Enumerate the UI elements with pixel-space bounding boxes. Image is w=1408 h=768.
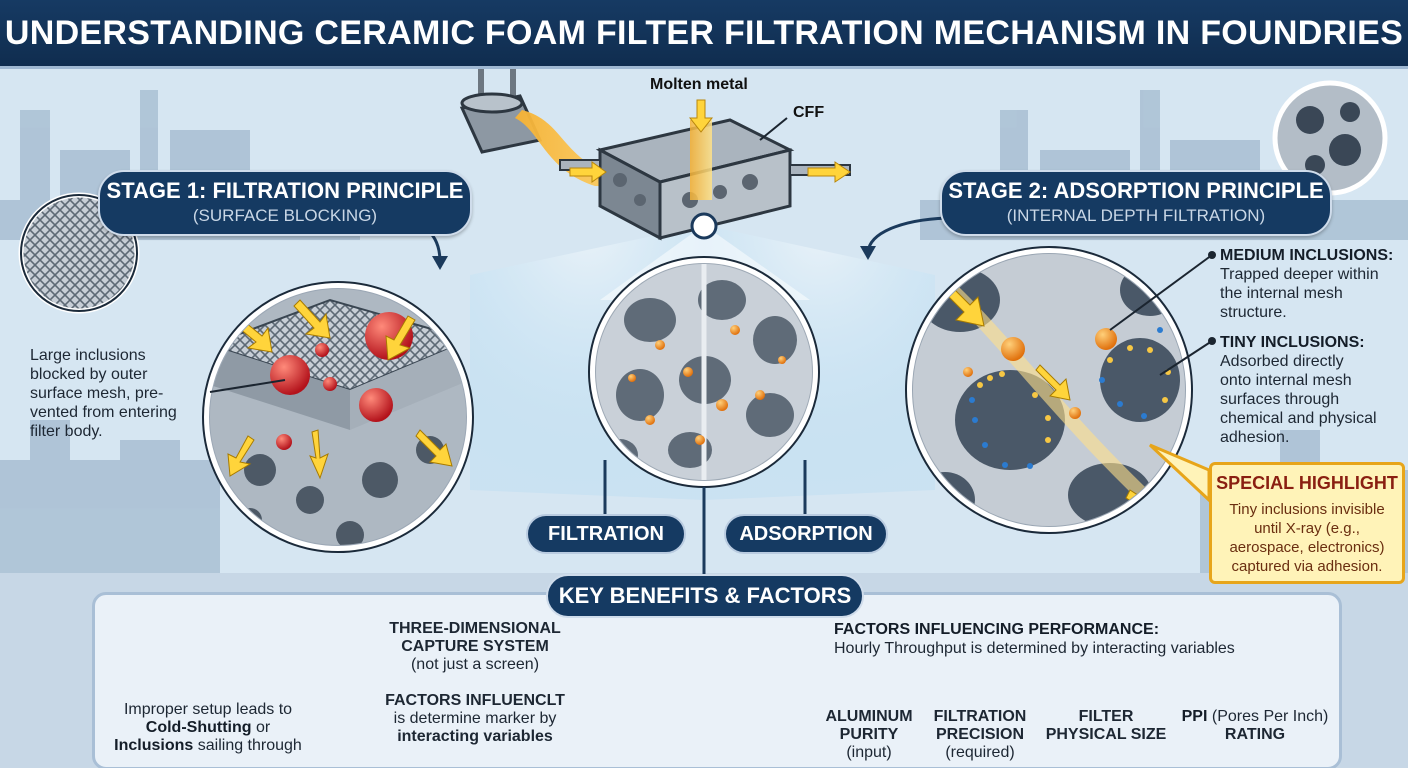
special-highlight-body: Tiny inclusions invisible until X-ray (e… xyxy=(1229,501,1385,575)
special-highlight-title: SPECIAL HIGHLIGHT xyxy=(1216,473,1398,493)
capture-system-text: THREE-DIMENSIONAL CAPTURE SYSTEM (not ju… xyxy=(389,620,561,673)
stage1-title-pill: STAGE 1: FILTRATION PRINCIPLE (SURFACE B… xyxy=(98,170,472,236)
header-bar: UNDERSTANDING CERAMIC FOAM FILTER FILTRA… xyxy=(0,0,1408,69)
adsorption-pill: ADSORPTION xyxy=(724,514,888,554)
stage2-title: STAGE 2: ADSORPTION PRINCIPLE xyxy=(948,178,1324,203)
surface-blocking-circle xyxy=(202,281,474,553)
stage2-title-pill: STAGE 2: ADSORPTION PRINCIPLE (INTERNAL … xyxy=(940,170,1332,236)
special-highlight-box: SPECIAL HIGHLIGHT Tiny inclusions invisi… xyxy=(1209,462,1405,584)
medium-inclusions-callout: MEDIUM INCLUSIONS: Trapped deeper within… xyxy=(1220,247,1394,321)
factor-aluminum-purity: ALUMINUM PURITY (input) xyxy=(825,708,913,761)
stage1-title: STAGE 1: FILTRATION PRINCIPLE xyxy=(106,178,464,203)
factor-filter-size: FILTER PHYSICAL SIZE xyxy=(1045,708,1167,743)
ladle-illustration xyxy=(459,69,543,154)
benefits-title: KEY BENEFITS & FACTORS xyxy=(546,574,864,618)
page-title: UNDERSTANDING CERAMIC FOAM FILTER FILTRA… xyxy=(4,14,1404,52)
stage1-subtitle: (SURFACE BLOCKING) xyxy=(192,206,378,225)
cff-label: CFF xyxy=(793,104,825,121)
improper-setup-text: Improper setup leads to Cold-Shutting or… xyxy=(114,701,302,754)
tiny-inclusions-callout: TINY INCLUSIONS: Adsorbed directly onto … xyxy=(1220,334,1377,446)
stage1-description: Large inclusions blocked by outer surfac… xyxy=(30,347,177,440)
factor-ppi-rating: PPI (Pores Per Inch) RATING xyxy=(1181,708,1329,743)
molten-metal-label: Molten metal xyxy=(650,76,748,93)
stage2-subtitle: (INTERNAL DEPTH FILTRATION) xyxy=(1006,206,1266,225)
filtration-pill: FILTRATION xyxy=(526,514,686,554)
factors-left-text: FACTORS INFLUENCLT is determine marker b… xyxy=(385,692,565,745)
factor-filtration-precision: FILTRATION PRECISION (required) xyxy=(933,708,1027,761)
factors-performance-text: FACTORS INFLUENCING PERFORMANCE: Hourly … xyxy=(834,621,1235,657)
